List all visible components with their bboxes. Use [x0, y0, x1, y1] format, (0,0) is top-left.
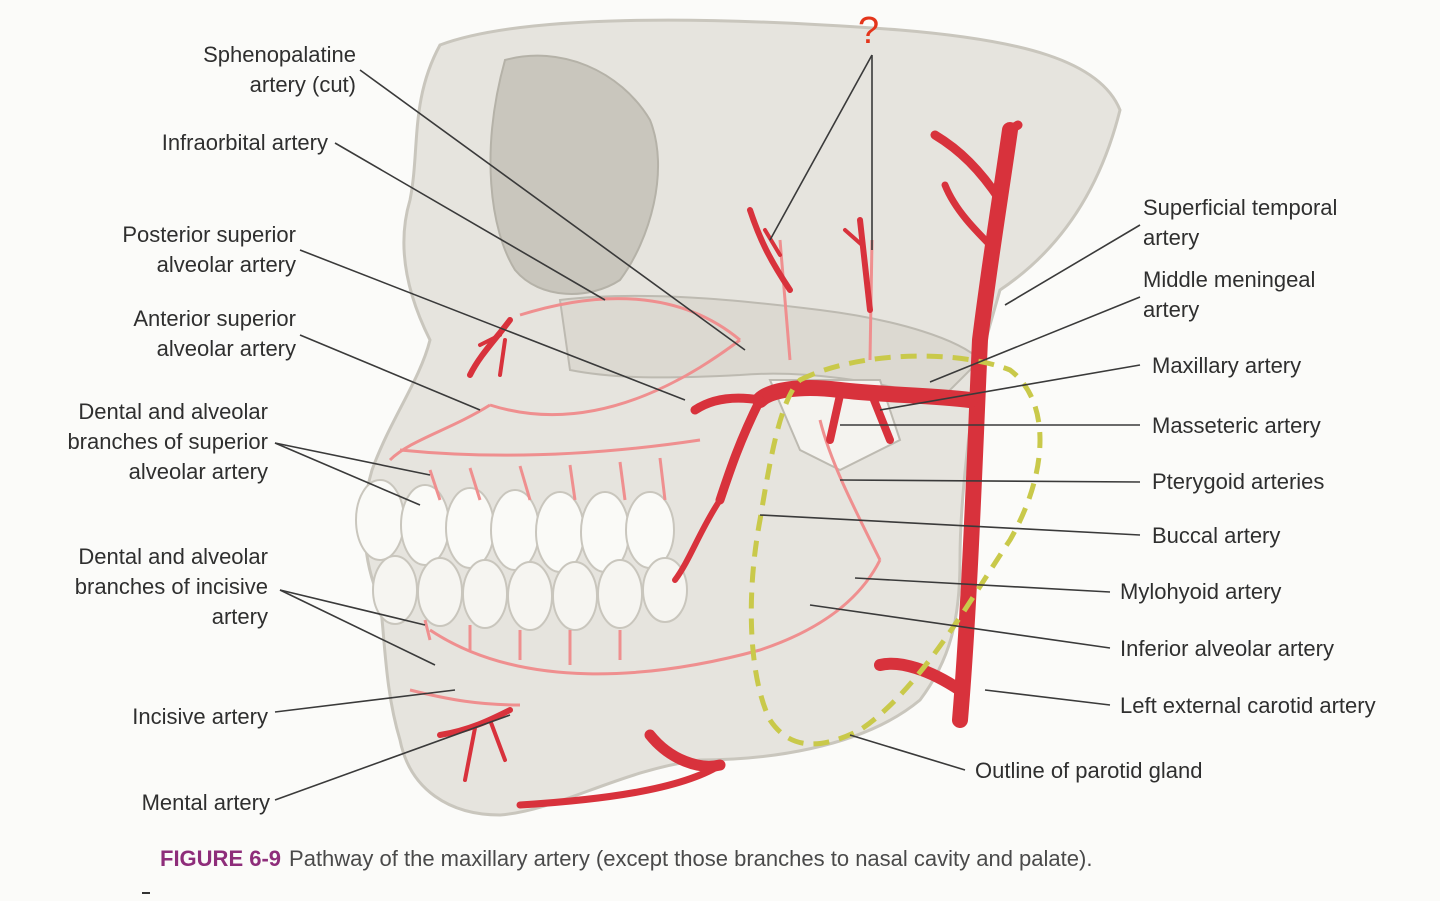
label-middle-meningeal: Middle meningeal artery [1143, 267, 1316, 322]
label-mylohyoid: Mylohyoid artery [1120, 579, 1282, 604]
label-external-carotid: Left external carotid artery [1120, 693, 1376, 718]
label-dental-incisive: Dental and alveolar branches of incisive… [74, 544, 268, 629]
label-mental: Mental artery [141, 790, 270, 815]
label-inferior-alveolar: Inferior alveolar artery [1120, 636, 1334, 661]
parotid-outline [748, 353, 1043, 747]
upper-teeth [355, 479, 675, 573]
orbit [489, 54, 660, 295]
caption-text: Pathway of the maxillary artery (except … [289, 846, 1093, 871]
main-arteries [437, 120, 1023, 809]
label-parotid: Outline of parotid gland [975, 758, 1203, 783]
label-dental-superior: Dental and alveolar branches of superior… [67, 399, 268, 484]
label-infraorbital: Infraorbital artery [161, 130, 328, 155]
label-incisive: Incisive artery [132, 704, 268, 729]
label-buccal: Buccal artery [1152, 523, 1281, 548]
label-superficial-temporal: Superficial temporal artery [1143, 195, 1338, 250]
figure-caption: FIGURE 6-9 Pathway of the maxillary arter… [160, 846, 1092, 872]
label-sphenopalatine: Sphenopalatine artery (cut) [203, 42, 356, 97]
label-pterygoid: Pterygoid arteries [1152, 469, 1325, 494]
label-posterior-superior-alveolar: Posterior superior alveolar artery [122, 222, 296, 277]
figure-number: FIGURE 6-9 [160, 846, 282, 871]
label-masseteric: Masseteric artery [1152, 413, 1321, 438]
label-maxillary: Maxillary artery [1152, 353, 1302, 378]
leader-lines [274, 54, 1141, 801]
label-anterior-superior-alveolar: Anterior superior alveolar artery [133, 306, 296, 361]
question-mark: ? [858, 10, 880, 52]
